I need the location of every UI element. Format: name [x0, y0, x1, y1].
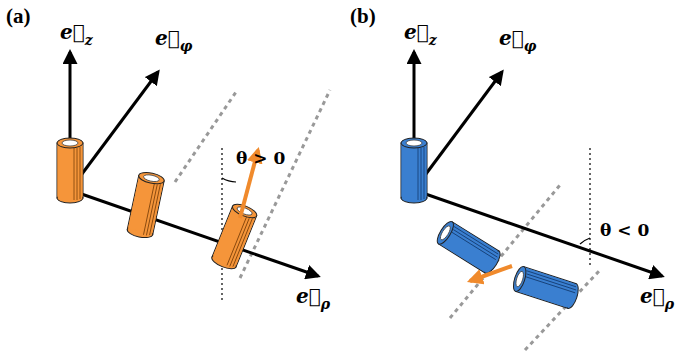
angle-label: θ > 0 — [236, 150, 285, 167]
panel-label: (b) — [350, 6, 376, 27]
panel-a-art — [57, 52, 330, 300]
axis-label: e⃗φ — [499, 28, 536, 48]
axis-label: e⃗z — [404, 22, 437, 42]
axis-label: e⃗ρ — [296, 286, 330, 306]
axis-label: e⃗z — [60, 22, 93, 42]
axis-label: e⃗ρ — [640, 286, 674, 306]
panel-b-art — [401, 52, 662, 350]
axis-label: e⃗φ — [155, 28, 192, 48]
angle-label: θ < 0 — [600, 222, 649, 239]
panel-label: (a) — [6, 6, 31, 27]
